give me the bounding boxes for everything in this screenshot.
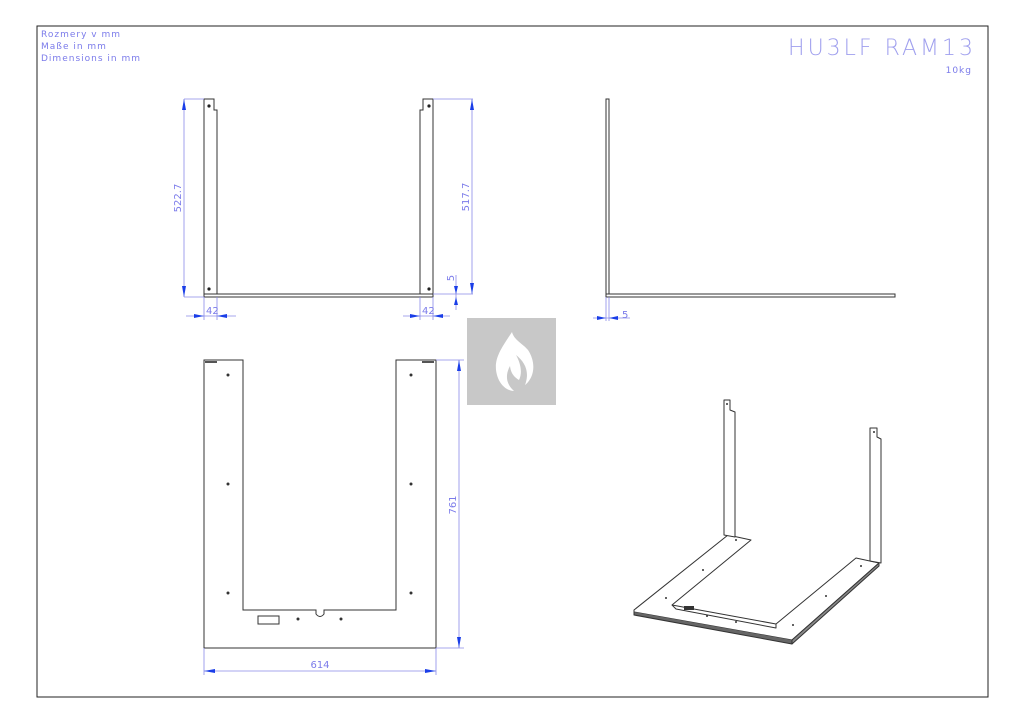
weight-label: 10kg — [946, 66, 972, 76]
dim-left-height: 522.7 — [173, 184, 184, 213]
dim-plan-depth: 761 — [448, 495, 459, 514]
drawing-frame — [36, 25, 989, 698]
dim-left-width: 42 — [206, 306, 219, 317]
isometric-view — [633, 399, 882, 645]
logo — [467, 318, 556, 405]
units-line-3: Dimensions in mm — [41, 54, 141, 64]
left-upright — [203, 98, 218, 295]
dim-thickness: 5 — [622, 310, 628, 321]
base-plate-edge — [203, 293, 434, 298]
front-view: 522.7 517.7 5 42 42 — [173, 98, 474, 320]
dim-plan-width: 614 — [310, 660, 329, 671]
dim-offset: 5 — [446, 275, 457, 281]
units-line-1: Rozmery v mm — [41, 30, 121, 40]
units-line-2: Maße in mm — [41, 42, 107, 52]
dim-right-height: 517.7 — [461, 183, 472, 212]
flame-icon — [495, 332, 534, 391]
dim-right-width: 42 — [422, 306, 435, 317]
drawing-title: HU3LF RAM13 — [788, 36, 976, 61]
side-view: 5 — [593, 98, 896, 321]
right-upright — [419, 98, 434, 295]
plan-view: 761 614 — [203, 359, 464, 675]
